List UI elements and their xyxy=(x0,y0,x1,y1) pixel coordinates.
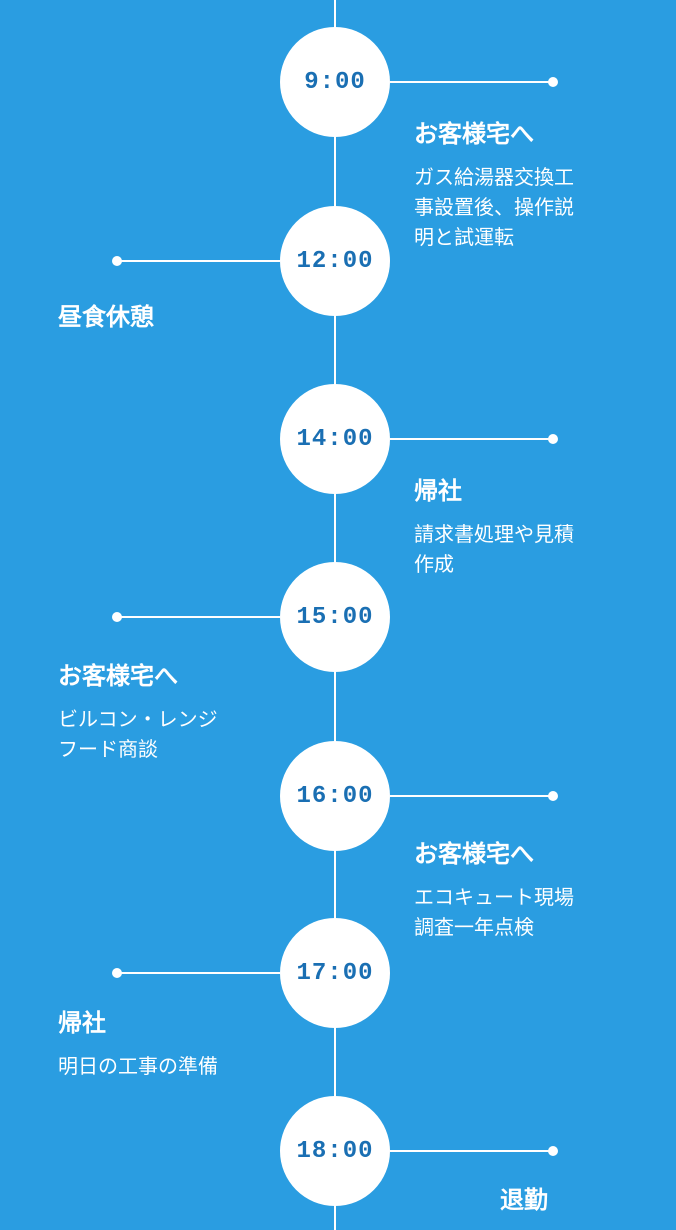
connector-line xyxy=(390,1150,552,1152)
entry-title: お客様宅へ xyxy=(414,840,534,868)
time-circle-1200: 12:00 xyxy=(280,206,390,316)
time-label: 16:00 xyxy=(296,782,374,810)
connector-line xyxy=(390,438,552,440)
time-label: 18:00 xyxy=(296,1137,374,1165)
time-circle-0900: 9:00 xyxy=(280,27,390,137)
entry-description: ビルコン・レンジ フード商談 xyxy=(58,707,218,761)
entry-title: 昼食休憩 xyxy=(58,303,154,331)
time-circle-1500: 15:00 xyxy=(280,562,390,672)
time-circle-1800: 18:00 xyxy=(280,1096,390,1206)
timeline-entry-1200: 昼食休憩 xyxy=(58,301,154,345)
time-label: 17:00 xyxy=(296,959,374,987)
connector-line xyxy=(118,972,280,974)
time-label: 12:00 xyxy=(296,247,374,275)
timeline-entry-0900: お客様宅へ ガス給湯器交換工 事設置後、操作説 明と試運転 xyxy=(414,118,574,252)
connector-dot xyxy=(548,1146,558,1156)
time-label: 14:00 xyxy=(296,425,374,453)
timeline-entry-1500: お客様宅へ ビルコン・レンジ フード商談 xyxy=(58,660,218,764)
time-label: 9:00 xyxy=(304,68,366,96)
connector-dot xyxy=(548,434,558,444)
entry-title: 退勤 xyxy=(500,1186,548,1214)
connector-dot xyxy=(112,968,122,978)
time-circle-1700: 17:00 xyxy=(280,918,390,1028)
connector-dot xyxy=(112,256,122,266)
connector-line xyxy=(118,260,280,262)
time-circle-1400: 14:00 xyxy=(280,384,390,494)
entry-title: お客様宅へ xyxy=(58,662,178,690)
connector-dot xyxy=(112,612,122,622)
entry-title: お客様宅へ xyxy=(414,120,534,148)
timeline-entry-1600: お客様宅へ エコキュート現場 調査一年点検 xyxy=(414,838,574,942)
entry-description: ガス給湯器交換工 事設置後、操作説 明と試運転 xyxy=(414,165,574,249)
time-label: 15:00 xyxy=(296,603,374,631)
entry-title: 帰社 xyxy=(414,477,462,505)
time-circle-1600: 16:00 xyxy=(280,741,390,851)
connector-dot xyxy=(548,791,558,801)
entry-description: 請求書処理や見積 作成 xyxy=(414,522,574,576)
connector-line xyxy=(118,616,280,618)
timeline-entry-1700: 帰社 明日の工事の準備 xyxy=(58,1007,218,1081)
entry-description: エコキュート現場 調査一年点検 xyxy=(414,885,574,939)
entry-title: 帰社 xyxy=(58,1009,106,1037)
connector-dot xyxy=(548,77,558,87)
timeline-entry-1400: 帰社 請求書処理や見積 作成 xyxy=(414,475,574,579)
timeline-entry-1800: 退勤 xyxy=(500,1184,548,1228)
entry-description: 明日の工事の準備 xyxy=(58,1054,218,1078)
connector-line xyxy=(390,81,552,83)
connector-line xyxy=(390,795,552,797)
